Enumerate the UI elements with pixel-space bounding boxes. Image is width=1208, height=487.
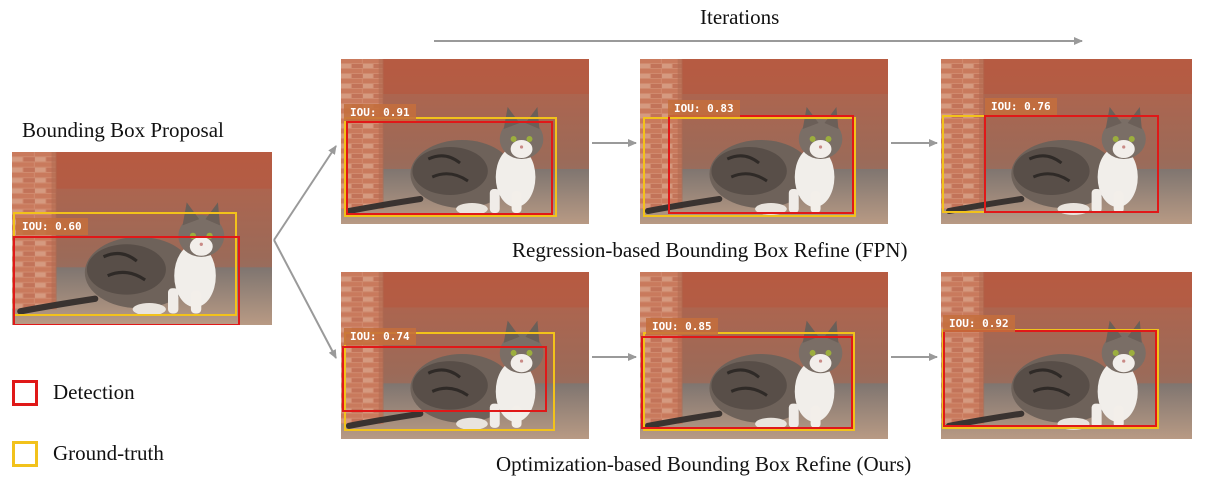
detection-box	[342, 346, 547, 412]
fpn-photo-2: IOU: 0.83	[640, 59, 888, 224]
fpn-row-caption: Regression-based Bounding Box Refine (FP…	[512, 238, 908, 262]
fpn-photo-3: IOU: 0.76	[941, 59, 1192, 224]
ground-truth-box	[344, 332, 555, 431]
ground-truth-box	[643, 117, 856, 217]
iterations-label: Iterations	[700, 5, 780, 29]
detection-box	[984, 115, 1159, 213]
detection-box	[668, 115, 854, 214]
detection-box	[13, 236, 240, 325]
iou-label: IOU: 0.76	[985, 98, 1057, 115]
ground-truth-box	[344, 117, 557, 217]
ours-photo-2: IOU: 0.85	[640, 272, 888, 439]
iou-label: IOU: 0.83	[668, 100, 740, 117]
detection-box	[943, 330, 1157, 427]
iou-label: IOU: 0.60	[16, 218, 88, 235]
proposal-photo: IOU: 0.60	[12, 152, 272, 325]
ours-photo-3: IOU: 0.92	[941, 272, 1192, 439]
detection-box	[346, 121, 553, 215]
detection-box	[641, 336, 853, 429]
ground-truth-box	[643, 332, 855, 431]
iou-label: IOU: 0.92	[943, 315, 1015, 332]
legend-detection-label: Detection	[53, 380, 135, 404]
proposal-title: Bounding Box Proposal	[22, 118, 224, 142]
branch-arrow-down	[273, 239, 337, 359]
ours-photo-1: IOU: 0.74	[341, 272, 589, 439]
iou-label: IOU: 0.85	[646, 318, 718, 335]
iou-label: IOU: 0.91	[344, 104, 416, 121]
fpn-photo-1: IOU: 0.91	[341, 59, 589, 224]
legend-ground-truth-swatch	[12, 441, 38, 467]
iou-label: IOU: 0.74	[344, 328, 416, 345]
branch-arrow-up	[273, 145, 337, 241]
ours-row-caption: Optimization-based Bounding Box Refine (…	[496, 452, 912, 476]
legend-ground-truth-label: Ground-truth	[53, 441, 164, 465]
legend-detection-swatch	[12, 380, 38, 406]
